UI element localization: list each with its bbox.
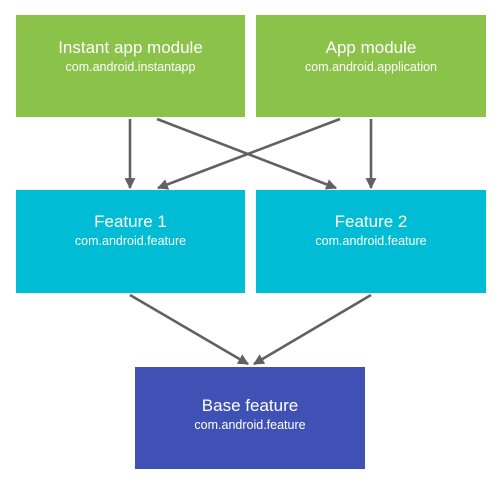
feature-1-node: Feature 1 com.android.feature	[16, 190, 245, 293]
node-subtitle: com.android.application	[304, 59, 438, 74]
arrow-app-to-feature1	[156, 117, 341, 190]
node-title: Feature 1	[94, 212, 167, 231]
node-subtitle: com.android.feature	[194, 417, 306, 432]
node-subtitle: com.android.feature	[315, 234, 427, 248]
arrow-instant-to-feature2	[156, 117, 338, 190]
instant-app-module-node: Instant app module com.android.instantap…	[16, 15, 245, 117]
node-title: Instant app module	[58, 37, 203, 57]
arrow-feature1-to-base	[129, 293, 249, 366]
node-title: App module	[325, 37, 417, 57]
arrow-feature2-to-base	[253, 293, 372, 366]
node-subtitle: com.android.feature	[74, 234, 187, 248]
node-title: Base feature	[201, 395, 299, 415]
app-module-node: App module com.android.application	[256, 15, 486, 117]
base-feature-node: Base feature com.android.feature	[135, 367, 365, 469]
feature-2-node: Feature 2 com.android.feature	[256, 190, 486, 293]
node-subtitle: com.android.instantapp	[65, 59, 196, 74]
node-title: Feature 2	[334, 212, 408, 231]
